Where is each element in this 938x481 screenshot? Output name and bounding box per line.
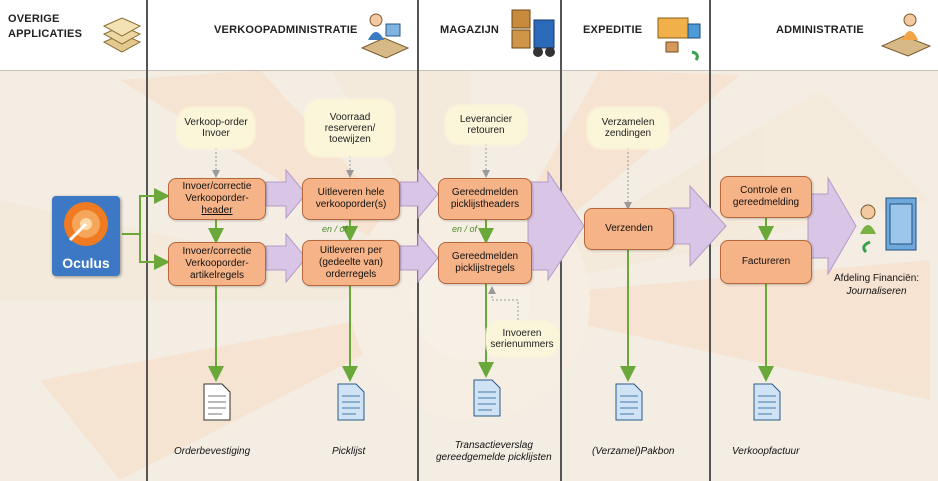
box-line: Uitleveren hele (317, 187, 385, 198)
delivery-truck-icon (657, 17, 701, 61)
cloud-label: Verzamelen zendingen (601, 117, 655, 139)
box-line: Verzenden (605, 223, 653, 234)
cloud-leverancier: Leverancier retouren (446, 106, 526, 144)
box-line: Invoer/correctie (182, 181, 252, 192)
cloud-label: Invoeren serienummers (490, 328, 554, 350)
cloud-label: Leverancier retouren (459, 114, 513, 136)
finance-label-line: Afdeling Financiën: (834, 273, 920, 284)
doc-label-verkoopfactuur: Verkoopfactuur (732, 446, 800, 457)
lane-title-magazijn: Magazijn (440, 24, 500, 36)
finance-label-line: Journaliseren (846, 286, 907, 297)
box-line: Uitleveren per (319, 245, 383, 256)
en-of-label: en / of (322, 224, 348, 234)
box-verzenden: Verzenden (584, 208, 674, 250)
cloud-label: Voorraad reserveren/ toewijzen (324, 111, 376, 145)
office-worker-icon (360, 13, 410, 59)
box-line: verkooporder(s) (315, 199, 387, 210)
box-line: gereedmelding (732, 197, 800, 208)
box-line: Invoer/correctie (182, 246, 252, 257)
cloud-verkooporder-invoer: Verkoop-order Invoer (178, 108, 254, 148)
box-line: Controle en (740, 185, 792, 196)
document-icon (337, 383, 365, 421)
finance-door-icon (860, 197, 917, 254)
box-factureren: Factureren (720, 240, 812, 284)
cloud-verzamelen: Verzamelen zendingen (588, 108, 668, 148)
lane-header-band (0, 0, 938, 71)
doc-label-pakbon: (Verzamel)Pakbon (592, 446, 675, 457)
lane-separator (146, 0, 148, 481)
box-line: Factureren (741, 256, 791, 267)
lane-title-administratie: Administratie (776, 24, 864, 36)
box-line: picklijstheaders (450, 199, 520, 210)
box-line: Gereedmelden (451, 187, 519, 198)
doc-label-picklijst: Picklijst (332, 446, 366, 457)
box-line: (gedeelte van) (319, 257, 383, 268)
cloud-serienummers: Invoeren serienummers (486, 322, 558, 356)
box-uitleveren-per: Uitleveren per(gedeelte van)orderregels (302, 240, 400, 286)
en-of-label: en / of (452, 224, 478, 234)
document-icon (473, 379, 501, 417)
document-icon (753, 383, 781, 421)
administrator-desk-icon (880, 13, 932, 57)
stack-of-papers-icon (102, 17, 142, 53)
lane-title-overige: Overige applicaties (8, 13, 83, 40)
document-icon (203, 383, 231, 421)
document-icon (615, 383, 643, 421)
box-line: Verkooporder- (185, 258, 249, 269)
box-line: header (201, 205, 233, 216)
cloud-voorraad: Voorraad reserveren/ toewijzen (306, 100, 394, 156)
oculus-logo: Oculus (52, 196, 120, 276)
box-line: Verkooporder- (185, 193, 249, 204)
cloud-label: Verkoop-order Invoer (184, 117, 248, 139)
oculus-label: Oculus (62, 255, 110, 271)
doc-label-orderbevestiging: Orderbevestiging (174, 446, 251, 457)
doc-label-line: gereedgemelde picklijsten (436, 452, 552, 463)
lane-title-expeditie: Expeditie (583, 24, 643, 36)
oculus-emblem-icon (64, 202, 108, 246)
box-line: artikelregels (190, 270, 244, 281)
lane-title-verkoop: Verkoopadministratie (214, 24, 358, 36)
box-line: picklijstregels (455, 263, 515, 274)
box-line: Gereedmelden (451, 251, 519, 262)
finance-label: Afdeling Financiën: Journaliseren (834, 272, 919, 298)
box-line: orderregels (325, 269, 377, 280)
doc-label-line: Transactieverslag (454, 440, 533, 451)
forklift-warehouse-icon (511, 9, 555, 57)
